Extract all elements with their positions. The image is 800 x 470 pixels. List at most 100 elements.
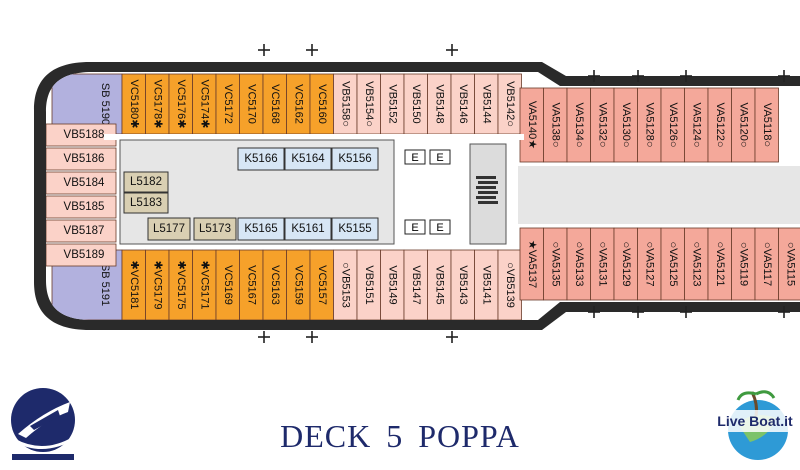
cabin-vb5189[interactable]: VB5189: [46, 243, 117, 267]
cabin-vc5178[interactable]: VC5178✱: [145, 73, 170, 135]
cabin-vb5151[interactable]: VB5151: [356, 249, 381, 320]
cabin-va5131[interactable]: ○VA5131: [590, 227, 615, 301]
cabin-vb5143[interactable]: VB5143: [450, 249, 475, 320]
cabin-vb5158[interactable]: VB5158○: [333, 73, 358, 135]
cabin-va5118[interactable]: VA5118○: [754, 87, 779, 163]
cabin-label: VB5144: [480, 84, 492, 123]
cabin-vb5146[interactable]: VB5146: [450, 73, 475, 135]
cabin-vb5150[interactable]: VB5150: [403, 73, 428, 135]
cabin-vb5144[interactable]: VB5144: [474, 73, 499, 135]
cabin-label: L5177: [153, 223, 185, 235]
plus-icon: [306, 44, 318, 56]
cabin-vb5154[interactable]: VB5154○: [356, 73, 381, 135]
cabin-vb5185[interactable]: VB5185: [46, 195, 117, 219]
cabin-label: K5165: [244, 223, 277, 235]
cabin-vb5141[interactable]: VB5141: [474, 249, 499, 320]
cabin-vc5169[interactable]: VC5169: [215, 249, 240, 320]
cabin-vc5160[interactable]: VC5160: [309, 73, 334, 135]
cabin-va5115[interactable]: ○VA5115: [778, 227, 800, 301]
cabin-label: VC5162: [292, 84, 304, 124]
cabin-label: VB5186: [64, 153, 105, 165]
cabin-label: L5183: [130, 197, 162, 209]
cabin-label: VC5157: [316, 265, 328, 305]
cabin-vc5157[interactable]: VC5157: [309, 249, 334, 320]
cabin-va5125[interactable]: ○VA5125: [660, 227, 685, 301]
cabin-label: VB5187: [64, 225, 105, 237]
cabin-va5124[interactable]: VA5124○: [684, 87, 709, 163]
cabin-vb5187[interactable]: VB5187: [46, 219, 117, 243]
plus-icon: [446, 44, 458, 56]
cabin-k5164[interactable]: K5164: [284, 147, 332, 171]
cabin-vc5181[interactable]: ✱VC5181: [121, 249, 146, 320]
cabin-k5155[interactable]: K5155: [331, 217, 379, 241]
cabin-vb5188[interactable]: VB5188: [46, 123, 117, 147]
stair-well: [469, 143, 507, 245]
cabin-va5119[interactable]: ○VA5119: [731, 227, 756, 301]
cabin-vc5174[interactable]: VC5174✱: [192, 73, 217, 135]
cabin-k5156[interactable]: K5156: [331, 147, 379, 171]
cabin-label: K5156: [338, 153, 371, 165]
cabin-vc5162[interactable]: VC5162: [286, 73, 311, 135]
cabin-vb5145[interactable]: VB5145: [427, 249, 452, 320]
cabin-label: ○VA5127: [643, 242, 655, 287]
cabin-va5121[interactable]: ○VA5121: [707, 227, 732, 301]
cabin-vb5152[interactable]: VB5152: [380, 73, 405, 135]
cabin-vc5168[interactable]: VC5168: [262, 73, 287, 135]
cabin-vc5176[interactable]: VC5176✱: [168, 73, 193, 135]
cabin-vb5147[interactable]: VB5147: [403, 249, 428, 320]
cabin-va5138[interactable]: VA5138○: [543, 87, 568, 163]
cabin-vb5184[interactable]: VB5184: [46, 171, 117, 195]
cabin-vb5153[interactable]: ○VB5153: [333, 249, 358, 320]
cabin-l5183[interactable]: L5183: [123, 192, 169, 214]
cabin-va5133[interactable]: ○VA5133: [566, 227, 591, 301]
cabin-l5173[interactable]: L5173: [193, 217, 237, 241]
forward-corridor: [518, 166, 800, 224]
cabin-vb5186[interactable]: VB5186: [46, 147, 117, 171]
cabin-label: K5164: [291, 153, 325, 165]
forward-bottom-cabin-row: ★VA5137○VA5135○VA5133○VA5131○VA5129 ○VA51…: [519, 227, 800, 301]
cabin-va5130[interactable]: VA5130○: [613, 87, 638, 163]
cabin-va5132[interactable]: VA5132○: [590, 87, 615, 163]
ship-logo-icon: [11, 388, 75, 460]
cabin-vb5142[interactable]: VB5142○: [497, 73, 522, 135]
cabin-va5127[interactable]: ○VA5127: [637, 227, 662, 301]
cabin-va5122[interactable]: VA5122○: [707, 87, 732, 163]
cabin-label: VC5170: [245, 84, 257, 124]
cabin-label: VB5149: [386, 265, 398, 304]
cabin-vc5172[interactable]: VC5172: [215, 73, 240, 135]
cabin-va5123[interactable]: ○VA5123: [684, 227, 709, 301]
cabin-vc5163[interactable]: VC5163: [262, 249, 287, 320]
cabin-va5134[interactable]: VA5134○: [566, 87, 591, 163]
cabin-vb5148[interactable]: VB5148: [427, 73, 452, 135]
cabin-va5117[interactable]: ○VA5117: [754, 227, 779, 301]
cabin-label: VC5176✱: [175, 80, 187, 129]
cabin-vc5167[interactable]: VC5167: [239, 249, 264, 320]
cabin-vc5171[interactable]: ✱VC5171: [192, 249, 217, 320]
cabin-vc5159[interactable]: VC5159: [286, 249, 311, 320]
cabin-vc5179[interactable]: ✱VC5179: [145, 249, 170, 320]
cabin-va5120[interactable]: VA5120○: [731, 87, 756, 163]
cabin-vb5149[interactable]: VB5149: [380, 249, 405, 320]
cabin-k5165[interactable]: K5165: [237, 217, 285, 241]
cabin-va5129[interactable]: ○VA5129: [613, 227, 638, 301]
cabin-k5166[interactable]: K5166: [237, 147, 285, 171]
cabin-vc5175[interactable]: ✱VC5175: [168, 249, 193, 320]
plus-icon: [258, 44, 270, 56]
cabin-l5177[interactable]: L5177: [147, 217, 191, 241]
cabin-label: ○VB5139: [504, 262, 516, 308]
cabin-label: ✱VC5175: [175, 261, 187, 310]
cabin-va5126[interactable]: VA5126○: [660, 87, 685, 163]
cabin-va5137[interactable]: ★VA5137: [519, 227, 544, 301]
cabin-va5140[interactable]: VA5140★: [519, 87, 544, 163]
cabin-k5161[interactable]: K5161: [284, 217, 332, 241]
cabin-l5182[interactable]: L5182: [123, 171, 169, 193]
cabin-label: VB5147: [410, 265, 422, 304]
cabin-vc5170[interactable]: VC5170: [239, 73, 264, 135]
cabin-va5128[interactable]: VA5128○: [637, 87, 662, 163]
cabin-vb5139[interactable]: ○VB5139: [497, 249, 522, 320]
cabin-vc5180[interactable]: VC5180✱: [121, 73, 146, 135]
cabin-label: SB 5191: [99, 264, 111, 306]
cabin-va5135[interactable]: ○VA5135: [543, 227, 568, 301]
cabin-label: ○VA5115: [784, 242, 796, 286]
